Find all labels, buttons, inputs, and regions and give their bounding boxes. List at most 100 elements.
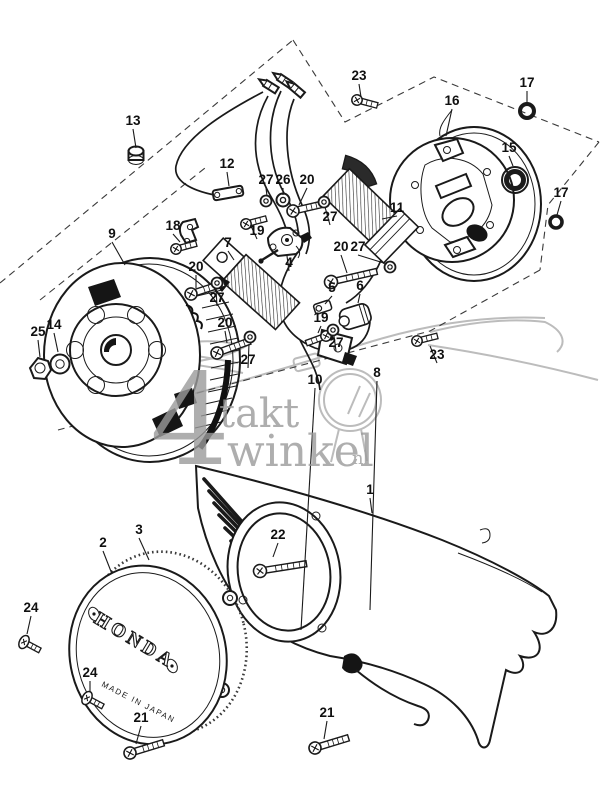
cover-2 (68, 564, 228, 746)
label-leader-line (265, 187, 268, 197)
label-leader-line (357, 293, 361, 304)
bracket-18 (178, 217, 200, 245)
label-leader-line (324, 295, 333, 305)
label-leader-line (247, 343, 250, 369)
label-leader-line (227, 250, 235, 261)
part-number-label: 25 (30, 324, 46, 339)
part-number-label: 20 (217, 315, 232, 330)
bolt-23-right (409, 330, 440, 349)
label-leader-line (298, 187, 308, 206)
part-number-label: 24 (23, 600, 39, 615)
label-leader-line (111, 241, 126, 266)
watermark-winkel: winkel (227, 426, 374, 477)
wire-harness (175, 71, 383, 391)
washer-27-b (210, 276, 224, 290)
part-number-label: 24 (82, 665, 98, 680)
label-leader-line (135, 725, 142, 745)
part-5 (312, 299, 333, 315)
label-leader-line (369, 497, 373, 514)
label-leader-line (286, 255, 290, 272)
washer-27-c (243, 330, 257, 344)
label-leader-line (369, 380, 378, 611)
condenser (338, 303, 372, 331)
label-leader-line (102, 550, 113, 575)
label-leader-line (333, 335, 337, 352)
part-number-label: 14 (46, 317, 62, 332)
part-number-label: 22 (270, 527, 285, 542)
part-number-label: 27 (209, 290, 224, 305)
part-number-label: 13 (125, 113, 141, 128)
label-leader-line (224, 330, 228, 344)
part-number-label: 19 (313, 310, 328, 325)
washer-27-d (383, 260, 397, 274)
label-leader-line (445, 108, 453, 137)
part-number-label: 27 (258, 172, 273, 187)
part-number-label: 27 (350, 239, 365, 254)
washer-27-e (326, 323, 340, 337)
o-ring-17-top (518, 102, 536, 120)
watermark: 4 takt winkel nl (150, 347, 374, 494)
label-leader-line (226, 171, 230, 187)
part-number-label: 21 (133, 710, 149, 725)
part-number-label: 17 (519, 75, 534, 90)
washer-27-top (317, 195, 331, 209)
label-leader-line (215, 288, 218, 307)
part-number-label: 17 (553, 185, 568, 200)
nut-25 (28, 356, 53, 381)
part-number-label: 2 (99, 535, 107, 550)
washer-14 (49, 353, 71, 375)
label-leader-line (300, 387, 316, 631)
label-leader-line (250, 225, 258, 240)
flywheel-rotor (43, 257, 241, 463)
part-number-label: 27 (240, 352, 255, 367)
watermark-big-4: 4 (150, 347, 230, 494)
part-number-label: 19 (249, 223, 264, 238)
label-leader-line (37, 339, 41, 358)
watermark-nl: nl (352, 448, 370, 469)
o-ring-17-right (548, 214, 564, 230)
stator-plate (389, 109, 542, 282)
part-number-label: 18 (165, 218, 181, 233)
screw-24-a (15, 632, 44, 658)
washer-27-a (259, 194, 273, 208)
label-leader-line (324, 206, 331, 226)
honda-cover-group: HONDA MADE IN JAPAN (68, 550, 249, 746)
part-number-label: 23 (429, 347, 445, 362)
part-number-label: 15 (501, 140, 517, 155)
part-number-label: 6 (356, 278, 364, 293)
part-number-label: 27 (328, 335, 343, 350)
label-leader-line (323, 720, 328, 740)
label-leader-line (132, 128, 137, 149)
label-leader-line (508, 155, 514, 167)
part-number-label: 23 (351, 68, 367, 83)
contact-breaker (258, 226, 312, 264)
seal-ring-15 (504, 169, 526, 191)
part-number-label: 8 (373, 365, 381, 380)
part-number-label: 21 (319, 705, 335, 720)
gasket-3 (83, 550, 249, 736)
label-leader-line (317, 325, 322, 334)
label-leader-line (138, 537, 150, 561)
part-number-label: 9 (108, 226, 116, 241)
label-leader-line (429, 345, 438, 364)
ignition-coil-11 (321, 154, 420, 265)
label-leader-line (381, 215, 398, 220)
part-number-label: 1 (366, 482, 374, 497)
part-number-label: 12 (219, 156, 234, 171)
ignition-coil-7 (202, 236, 301, 331)
label-leader-line (272, 542, 279, 558)
bolt-23-top (349, 92, 380, 112)
part-number-label: 10 (307, 372, 322, 387)
washer-26 (275, 192, 291, 208)
part-number-label: 20 (299, 172, 314, 187)
part-number-label: 11 (390, 200, 405, 215)
side-cover (194, 464, 558, 749)
nut-13 (127, 145, 145, 165)
dashed-border (0, 39, 600, 431)
part-number-label: 16 (444, 93, 460, 108)
wire-guide-12 (211, 184, 245, 202)
label-leader-line (53, 332, 59, 353)
label-leader-line (556, 200, 562, 216)
